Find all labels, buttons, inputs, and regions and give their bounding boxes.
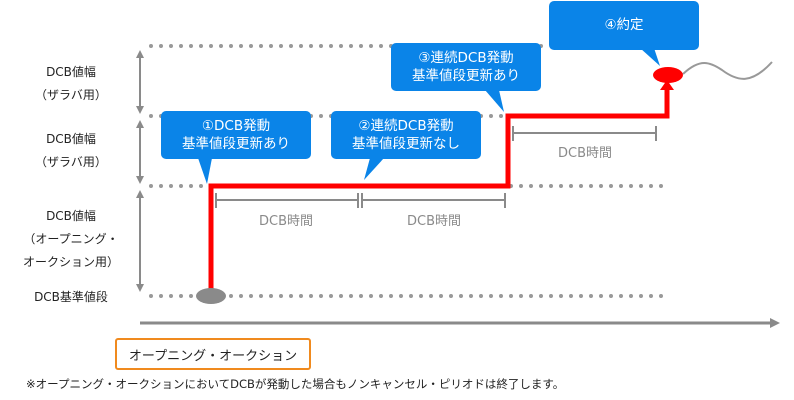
callout-2-tail xyxy=(364,158,384,180)
dcb-time-bracket-2 xyxy=(361,193,506,208)
callout-2: ②連続DCB発動 基準値段更新なし xyxy=(331,111,481,159)
label-band-mid-line1: DCB値幅 xyxy=(46,132,96,146)
price-continuation-wave xyxy=(682,61,773,80)
label-band-low: DCB値幅 （オープニング・ オークション用） xyxy=(14,207,128,271)
label-band-low-line2: （オープニング・ xyxy=(23,232,119,246)
dcb-time-label-3: DCB時間 xyxy=(557,146,612,161)
callout-1-tail xyxy=(198,158,212,184)
dcb-time-bracket-1 xyxy=(215,193,359,208)
dcb-time-label-2: DCB時間 xyxy=(406,214,461,229)
label-band-low-line1: DCB値幅 xyxy=(46,209,96,223)
label-base-price: DCB基準値段 xyxy=(34,290,108,304)
callout-4-tail xyxy=(640,48,660,66)
callout-2-line2: 基準値段更新なし xyxy=(352,136,460,152)
callout-3-line2: 基準値段更新あり xyxy=(412,68,520,84)
callout-4: ④約定 xyxy=(549,1,699,50)
callout-3: ③連続DCB発動 基準値段更新あり xyxy=(391,43,541,91)
label-band-top: DCB値幅 （ザラバ用） xyxy=(26,63,116,104)
footnote: ※オープニング・オークションにおいてDCBが発動した場合もノンキャンセル・ピリオ… xyxy=(26,377,565,391)
price-path-arrowhead xyxy=(660,80,674,90)
opening-auction-tag: オープニング・オークション xyxy=(115,338,311,370)
dcb-time-bracket-3 xyxy=(512,126,657,141)
callout-3-line1: ③連続DCB発動 xyxy=(418,50,514,66)
callout-1: ①DCB発動 基準値段更新あり xyxy=(161,111,311,159)
callout-1-line1: ①DCB発動 xyxy=(201,118,271,134)
label-band-top-line2: （ザラバ用） xyxy=(35,88,107,102)
base-price-point xyxy=(196,288,226,304)
label-band-low-line3: オークション用） xyxy=(22,255,119,269)
callout-4-line1: ④約定 xyxy=(604,17,644,33)
execution-point xyxy=(653,67,683,83)
label-band-mid: DCB値幅 （ザラバ用） xyxy=(26,130,116,171)
time-axis-arrowhead xyxy=(770,318,780,328)
callout-2-line1: ②連続DCB発動 xyxy=(358,118,454,134)
dcb-time-label-1: DCB時間 xyxy=(258,214,313,229)
price-path xyxy=(208,88,670,292)
callout-1-line2: 基準値段更新あり xyxy=(182,136,290,152)
label-band-mid-line2: （ザラバ用） xyxy=(35,155,107,169)
label-band-top-line1: DCB値幅 xyxy=(46,65,96,79)
callout-3-tail xyxy=(485,90,504,112)
